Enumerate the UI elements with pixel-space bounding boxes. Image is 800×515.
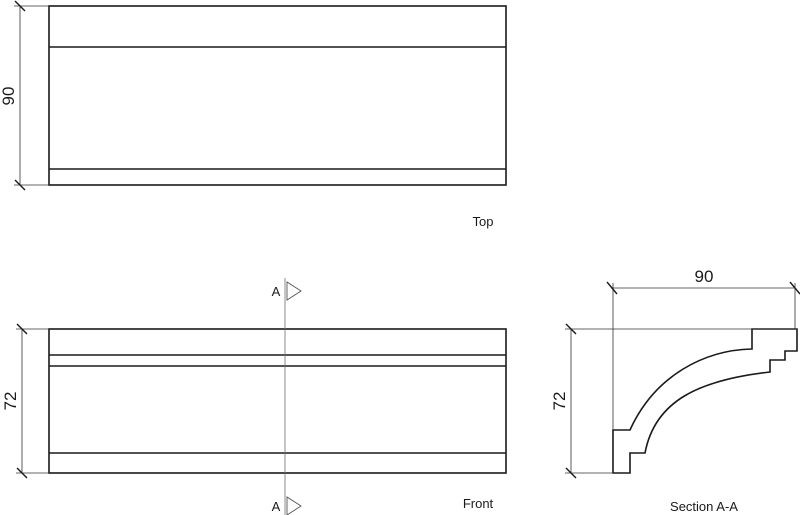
section-height-dimension: 72 xyxy=(550,323,797,479)
top-view-dimension: 90 xyxy=(0,0,49,191)
top-view-dimension-label: 90 xyxy=(0,87,18,106)
section-width-label: 90 xyxy=(695,267,714,286)
section-marker-bottom: A xyxy=(272,499,281,514)
front-view-dimension: 72 xyxy=(1,323,49,479)
section-profile xyxy=(612,328,798,474)
section-view-caption: Section A-A xyxy=(670,499,738,514)
top-view: 90 Top xyxy=(0,0,507,229)
section-view: 90 72 Section A-A xyxy=(550,267,800,514)
front-view-dimension-label: 72 xyxy=(1,392,20,411)
front-view-outline xyxy=(48,328,507,474)
section-arrow-bottom xyxy=(286,496,302,515)
section-arrow-top xyxy=(286,281,302,301)
front-view: 72 A A Front xyxy=(1,278,507,515)
section-marker-top: A xyxy=(272,284,281,299)
section-height-label: 72 xyxy=(550,392,569,411)
top-view-outline xyxy=(48,5,507,186)
front-view-caption: Front xyxy=(463,496,494,511)
section-cut-line: A A xyxy=(272,278,302,515)
section-width-dimension: 90 xyxy=(606,267,800,430)
top-view-caption: Top xyxy=(473,214,494,229)
